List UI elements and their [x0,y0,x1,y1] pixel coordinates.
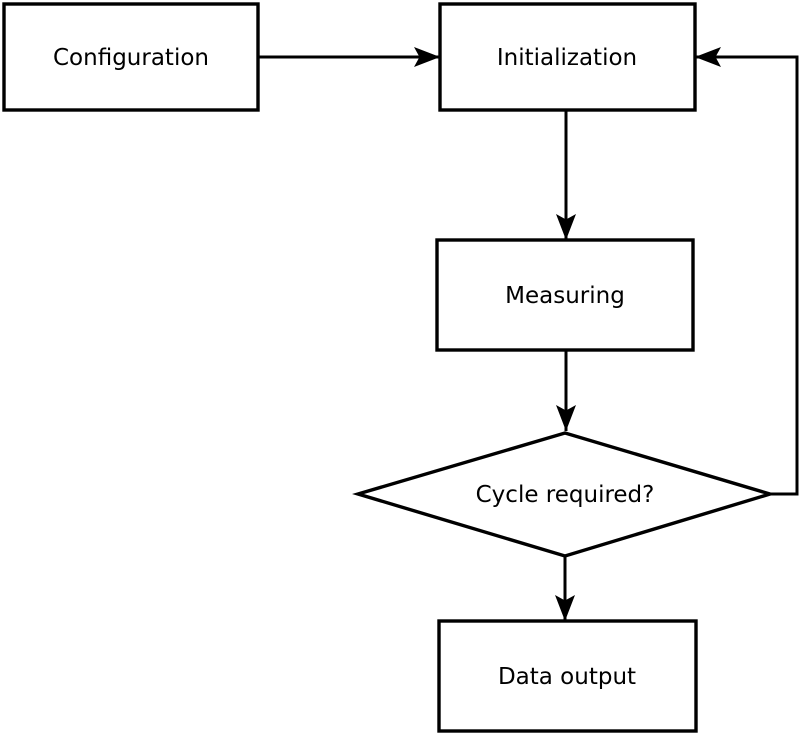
node-configuration-label: Configuration [53,45,209,71]
node-cycle-required-diamond [352,431,776,558]
node-measuring-label: Measuring [505,283,625,309]
node-data-output-label: Data output [498,664,636,690]
node-data-output-box [437,619,698,733]
node-initialization: Initialization [438,2,697,112]
node-measuring-box [435,238,695,352]
node-configuration: Configuration [2,2,260,112]
node-cycle-required: Cycle required? [352,431,776,558]
node-cycle-required-label: Cycle required? [476,482,655,508]
node-configuration-box [2,2,260,112]
node-initialization-box [438,2,697,112]
node-data-output: Data output [437,619,698,733]
node-initialization-label: Initialization [497,45,637,71]
edge-cycle-required-to-initialization-feedback [695,47,799,496]
node-measuring: Measuring [435,238,695,352]
